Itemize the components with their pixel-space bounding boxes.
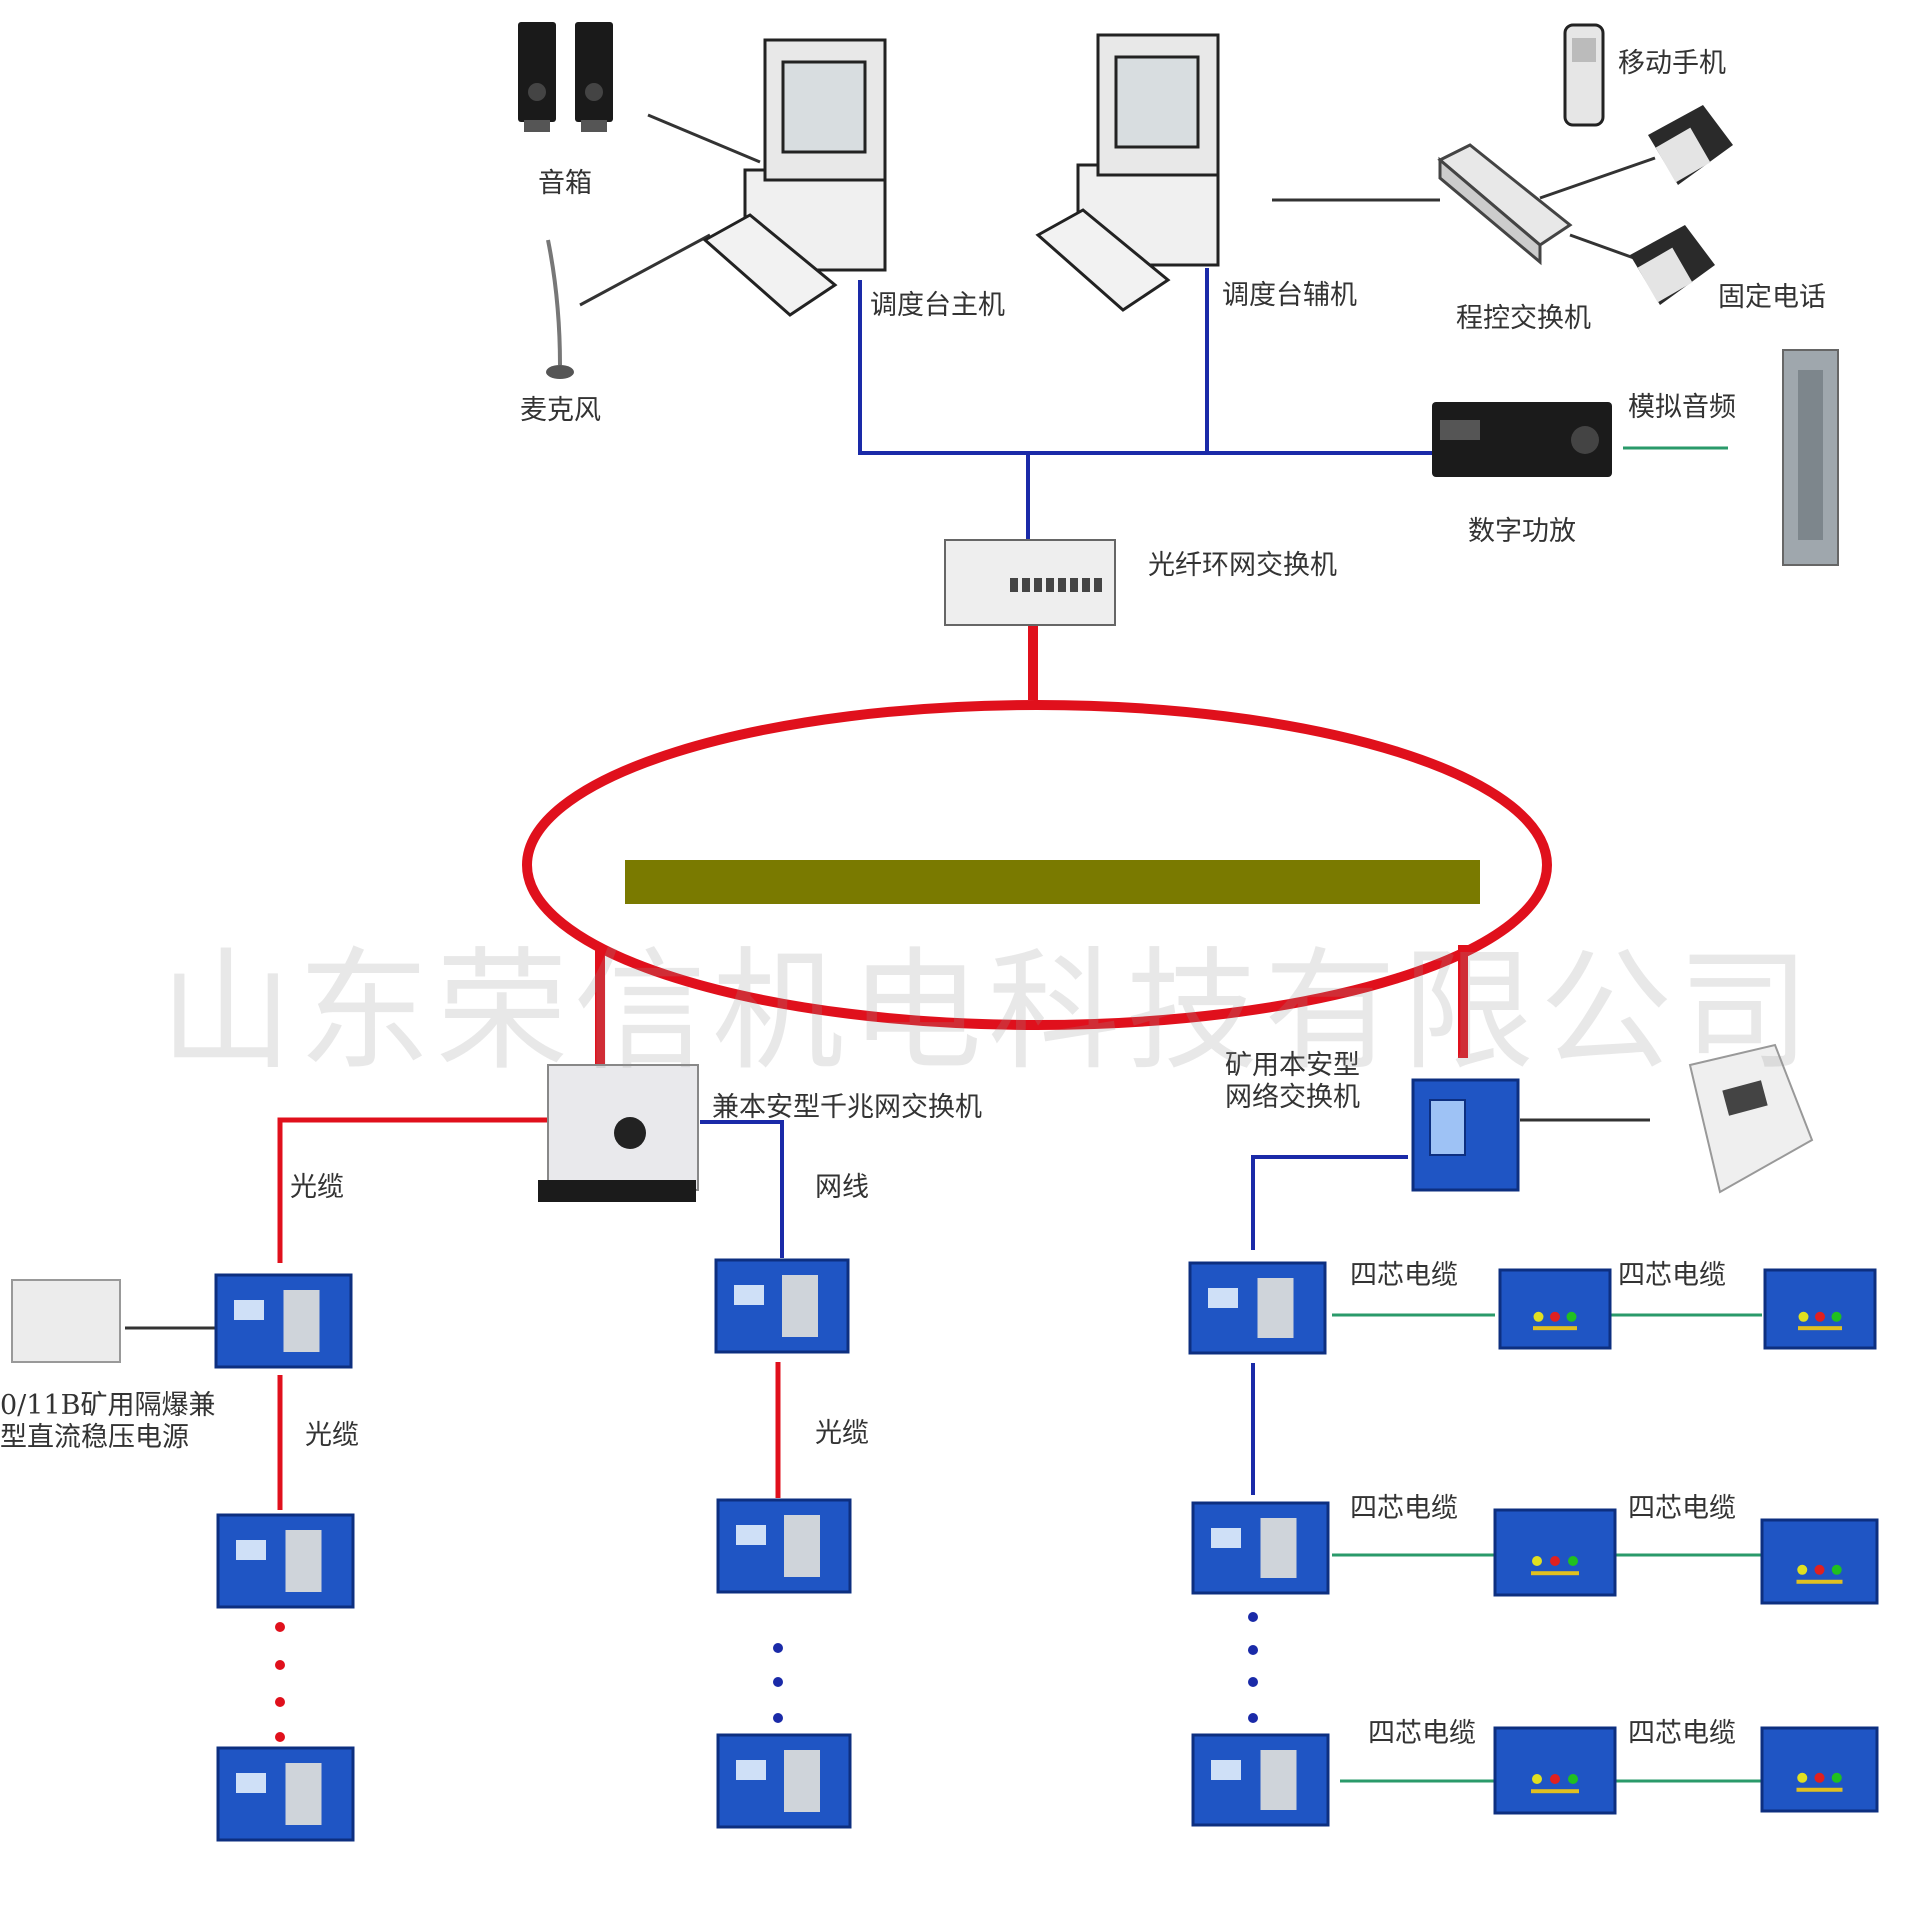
mobile-phone-icon [1563, 23, 1605, 127]
amplifier-icon [1432, 402, 1612, 477]
chain-dot [275, 1732, 285, 1742]
pbx-to-phone-line-1 [1539, 156, 1656, 200]
cable-fiber-label-1: 光缆 [290, 1172, 344, 1203]
desk-telephone-icon [1648, 105, 1733, 185]
analog-audio-label: 模拟音频 [1628, 392, 1736, 423]
blue-substation-icon [216, 1746, 355, 1842]
fiber-ring [522, 700, 1552, 1030]
blue-substation-icon [1493, 1508, 1617, 1597]
desktop-computer-icon [1035, 33, 1220, 312]
microphone-connection-line [579, 233, 711, 307]
control-bus-line [858, 280, 1432, 455]
chain-dot [1248, 1677, 1258, 1687]
four-core-label-2: 四芯电缆 [1618, 1260, 1726, 1291]
blue-substation-icon [716, 1733, 852, 1829]
cable-fiber-label-3: 光缆 [815, 1418, 869, 1449]
microphone-label: 麦克风 [520, 395, 601, 426]
blue-substation-icon [1188, 1261, 1327, 1355]
speaker-icon [575, 22, 613, 132]
blue-substation-icon [1191, 1501, 1330, 1595]
chain-dot [773, 1643, 783, 1653]
chain-dot [773, 1677, 783, 1687]
speaker-label: 音箱 [538, 168, 592, 199]
chain-dot [1248, 1713, 1258, 1723]
ring-switch-label: 光纤环网交换机 [1148, 550, 1337, 581]
blue-substation-icon [714, 1258, 850, 1354]
pbx-switch-icon [1437, 143, 1573, 266]
microphone-icon [546, 239, 574, 379]
intrinsically-safe-switch-icon [538, 1064, 699, 1202]
four-core-label-3: 四芯电缆 [1350, 1493, 1458, 1524]
net-branch-line [700, 1120, 784, 1258]
chain-dot [1248, 1612, 1258, 1622]
chain-dot [1248, 1645, 1258, 1655]
blue-substation-icon [716, 1498, 852, 1594]
gigabit-switch-label: 兼本安型千兆网交换机 [712, 1092, 982, 1123]
desktop-computer-icon [702, 38, 887, 317]
cable-net-label: 网线 [815, 1172, 869, 1203]
blue-substation-icon [1498, 1268, 1612, 1350]
blue-substation-icon [1760, 1518, 1879, 1605]
chain-dot [275, 1622, 285, 1632]
speaker-connection-line [647, 113, 761, 164]
mine-network-switch-icon [1411, 1078, 1520, 1192]
blue-substation-icon [1191, 1733, 1330, 1827]
four-core-label-1: 四芯电缆 [1350, 1260, 1458, 1291]
chain-dot [275, 1660, 285, 1670]
backbone-bar [625, 860, 1480, 904]
cable-fiber-label-2: 光缆 [305, 1420, 359, 1451]
four-core-label-5: 四芯电缆 [1368, 1718, 1476, 1749]
mobile-phone-label: 移动手机 [1618, 48, 1726, 79]
power-supply-icon [11, 1279, 121, 1363]
blue-substation-icon [216, 1513, 355, 1609]
net-branch-line-2 [1251, 1155, 1408, 1250]
blue-substation-icon [1760, 1726, 1879, 1813]
explosion-proof-phone-icon [1688, 1043, 1814, 1194]
power-supply-label: 0/11B矿用隔爆兼 型直流稳压电源 [0, 1390, 216, 1454]
fiber-branch-line-1 [277, 1117, 547, 1263]
desk-telephone-icon [1630, 225, 1715, 305]
amplifier-label: 数字功放 [1468, 516, 1576, 547]
four-core-label-4: 四芯电缆 [1628, 1493, 1736, 1524]
column-speaker-icon [1782, 349, 1839, 566]
chain-dot [275, 1697, 285, 1707]
four-core-label-6: 四芯电缆 [1628, 1718, 1736, 1749]
fiber-ring-switch-icon [944, 539, 1116, 626]
fixed-phone-label: 固定电话 [1718, 282, 1826, 313]
network-switch-label: 矿用本安型 网络交换机 [1225, 1050, 1360, 1114]
blue-substation-icon [1763, 1268, 1877, 1350]
blue-substation-icon [1493, 1726, 1617, 1815]
aux-console-label: 调度台辅机 [1222, 280, 1357, 311]
chain-dot [773, 1713, 783, 1723]
speaker-icon [518, 22, 556, 132]
pbx-label: 程控交换机 [1456, 303, 1591, 334]
main-console-label: 调度台主机 [870, 290, 1005, 321]
blue-substation-icon [214, 1273, 353, 1369]
